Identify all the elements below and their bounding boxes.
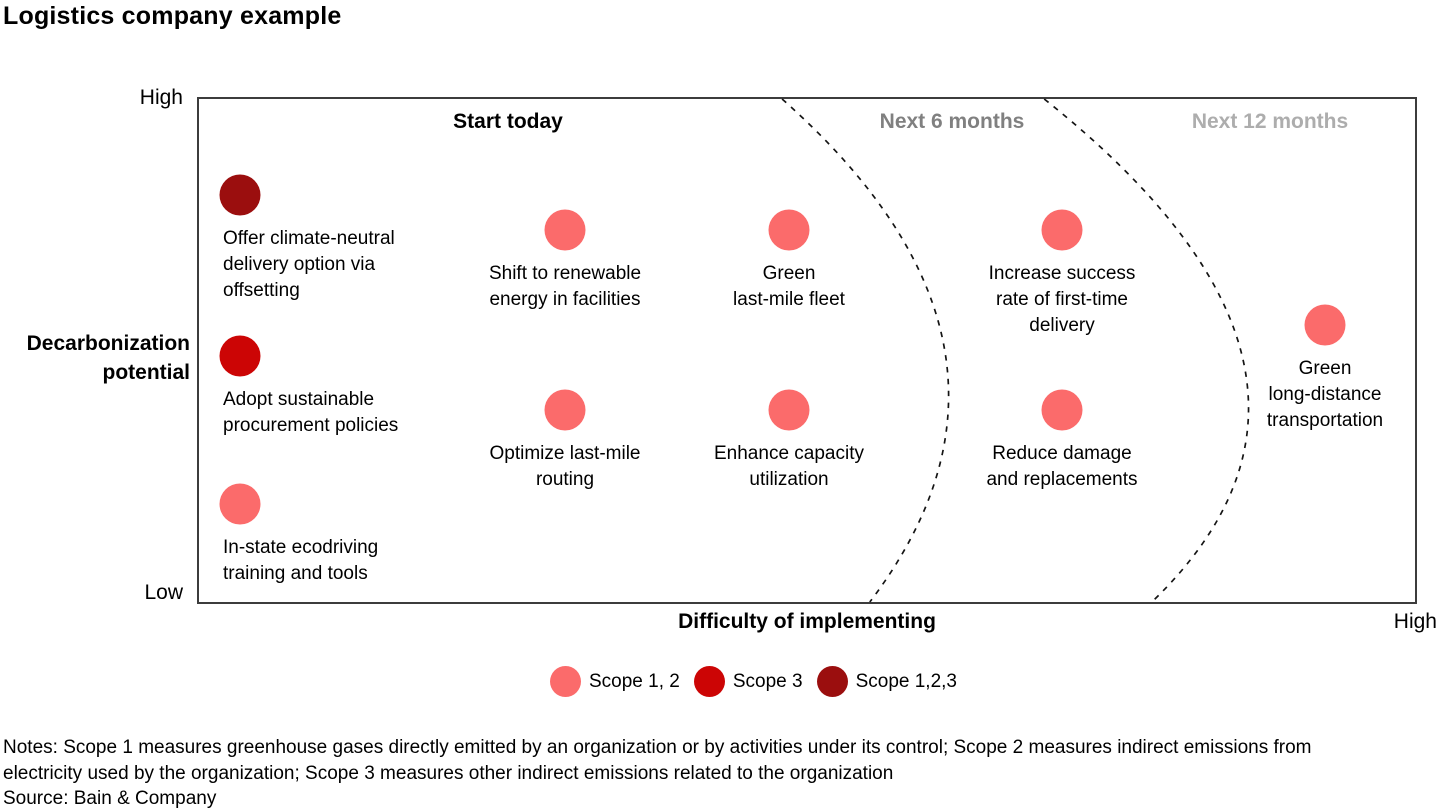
legend-label: Scope 3 bbox=[732, 670, 803, 692]
y-axis-top-tick: High bbox=[139, 86, 183, 109]
data-point-label: Shift to renewable energy in facilities bbox=[488, 263, 642, 310]
legend-dot-icon bbox=[816, 666, 848, 697]
zone-label-3: Next 12 months bbox=[1191, 110, 1349, 133]
zone-label-1: Start today bbox=[453, 110, 563, 133]
data-point-bubble bbox=[768, 389, 810, 431]
data-point-bubble bbox=[219, 483, 261, 525]
data-point-bubble bbox=[544, 389, 586, 431]
legend: Scope 1, 2 Scope 3 Scope 1,2,3 bbox=[550, 666, 957, 697]
source-line: Source: Bain & Company bbox=[3, 788, 217, 809]
data-point-label: Reduce damage and replacements bbox=[986, 443, 1138, 490]
legend-item: Scope 1,2,3 bbox=[816, 666, 957, 697]
y-axis-bottom-tick: Low bbox=[144, 581, 183, 604]
zone-label-2: Next 6 months bbox=[879, 110, 1025, 133]
data-point-label: Optimize last-mile routing bbox=[489, 443, 641, 490]
zone-divider-curve-1 bbox=[781, 98, 950, 603]
x-axis-title: Difficulty of implementing bbox=[678, 610, 936, 633]
legend-label: Scope 1,2,3 bbox=[855, 670, 957, 692]
x-axis-right-tick: High bbox=[1393, 610, 1437, 633]
data-point-bubble bbox=[544, 209, 586, 251]
legend-item: Scope 1, 2 bbox=[550, 666, 680, 697]
data-point-label: Green long-distance transportation bbox=[1266, 358, 1384, 431]
notes-line-1: Notes: Scope 1 measures greenhouse gases… bbox=[3, 737, 1312, 758]
data-point-bubble bbox=[219, 335, 261, 377]
data-point-bubble bbox=[1041, 389, 1083, 431]
data-point-label: Green last-mile fleet bbox=[733, 263, 845, 310]
notes-line-2: electricity used by the organization; Sc… bbox=[3, 762, 894, 784]
data-point-bubble bbox=[768, 209, 810, 251]
y-axis-title: Decarbonization potential bbox=[26, 332, 190, 384]
data-point-bubble bbox=[1041, 209, 1083, 251]
zone-divider-curve-2 bbox=[1043, 98, 1250, 603]
legend-label: Scope 1, 2 bbox=[589, 670, 680, 692]
data-point-bubble bbox=[219, 174, 261, 216]
legend-dot-icon bbox=[550, 666, 581, 697]
zone-divider-curves bbox=[781, 98, 1250, 603]
data-point-bubble bbox=[1304, 304, 1346, 346]
data-point-label: In-state ecodriving training and tools bbox=[223, 537, 379, 584]
legend-dot-icon bbox=[693, 666, 725, 697]
data-point-label: Adopt sustainable procurement policies bbox=[223, 389, 399, 436]
legend-item: Scope 3 bbox=[693, 666, 803, 697]
data-point-label: Offer climate-neutral delivery option vi… bbox=[223, 228, 395, 301]
data-point-label: Enhance capacity utilization bbox=[714, 443, 864, 490]
notes: Notes: Scope 1 measures greenhouse gases… bbox=[3, 735, 1311, 810]
data-point-label: Increase success rate of first-time deli… bbox=[988, 263, 1136, 336]
page-title: Logistics company example bbox=[3, 2, 342, 30]
